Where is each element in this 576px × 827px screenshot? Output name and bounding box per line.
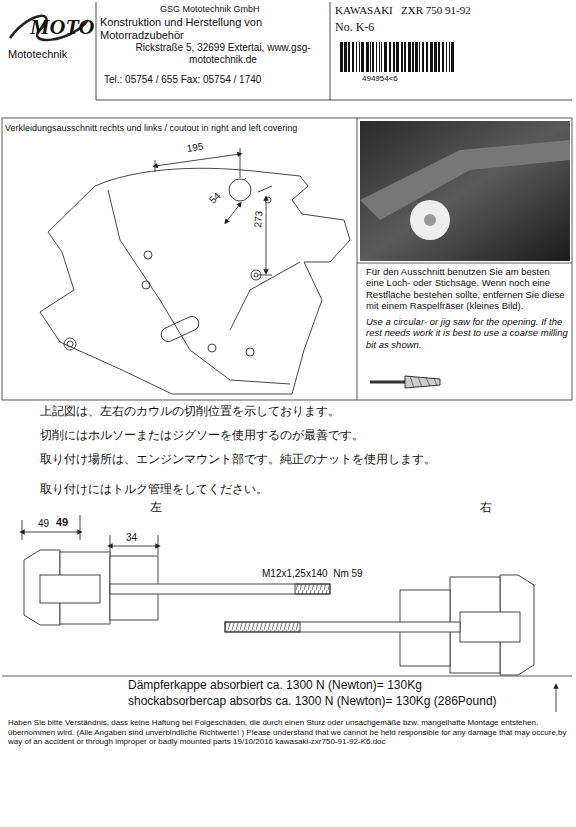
company-tagline: Konstruktion und Herstellung von Motorra… bbox=[100, 16, 305, 42]
instruction-de: Für den Ausschnitt benutzen Sie am beste… bbox=[366, 266, 568, 312]
section-heading: Verkleidungsausschnitt rechts und links … bbox=[5, 123, 297, 134]
milling-bit bbox=[370, 376, 440, 388]
drawing-frame bbox=[2, 118, 572, 400]
photo bbox=[360, 121, 570, 261]
company-name: GSG Mototechnik GmbH bbox=[160, 4, 260, 15]
barcode bbox=[340, 42, 454, 72]
dimension: 195 bbox=[186, 141, 204, 155]
damper-note-en: shockabsorbercap absorbs ca. 1300 N (New… bbox=[128, 694, 497, 708]
phone: Tel.: 05754 / 655 Fax: 05754 / 1740 bbox=[104, 74, 261, 86]
dimension: 34 bbox=[126, 532, 137, 544]
part-number: No. K-6 bbox=[335, 20, 374, 34]
model-name: KAWASAKI ZXR 750 91-92 bbox=[335, 4, 471, 17]
logo-subtitle: Mototechnik bbox=[8, 48, 67, 61]
side-label: 左 bbox=[150, 500, 162, 514]
fairing-outline bbox=[40, 148, 350, 394]
instruction-ja: 取り付け場所は、エンジンマウント部です。純正のナットを使用します。 bbox=[40, 452, 436, 466]
logo-text: MOTO bbox=[30, 14, 94, 40]
instruction-ja: 取り付けにはトルク管理をしてください。 bbox=[40, 482, 268, 496]
disclaimer: Haben Sie bitte Verständnis, dass keine … bbox=[8, 718, 568, 747]
bolt-spec: M12x1,25x140 Nm 59 bbox=[262, 568, 363, 580]
address: Rickstraße 5, 32699 Extertai, www.gsg-mo… bbox=[118, 42, 328, 66]
dimension: 49 bbox=[56, 516, 68, 529]
dimension: 273 bbox=[252, 210, 265, 228]
damper-note-de: Dämpferkappe absorbiert ca. 1300 N (Newt… bbox=[128, 678, 422, 692]
instruction-en: Use a circular- or jig saw for the openi… bbox=[366, 316, 568, 350]
slider-drawing bbox=[2, 515, 572, 712]
instruction-ja: 上記図は、左右のカウルの切削位置を示しております。 bbox=[40, 404, 340, 418]
instruction-ja: 切削にはホルソーまたはジグソーを使用するのが最善です。 bbox=[40, 428, 364, 442]
side-label: 右 bbox=[480, 500, 492, 514]
header-frame bbox=[10, 2, 572, 100]
dimension: 49 bbox=[38, 518, 49, 530]
dimension: 54 bbox=[207, 190, 223, 206]
barcode-number: 494954<6 bbox=[362, 74, 398, 84]
